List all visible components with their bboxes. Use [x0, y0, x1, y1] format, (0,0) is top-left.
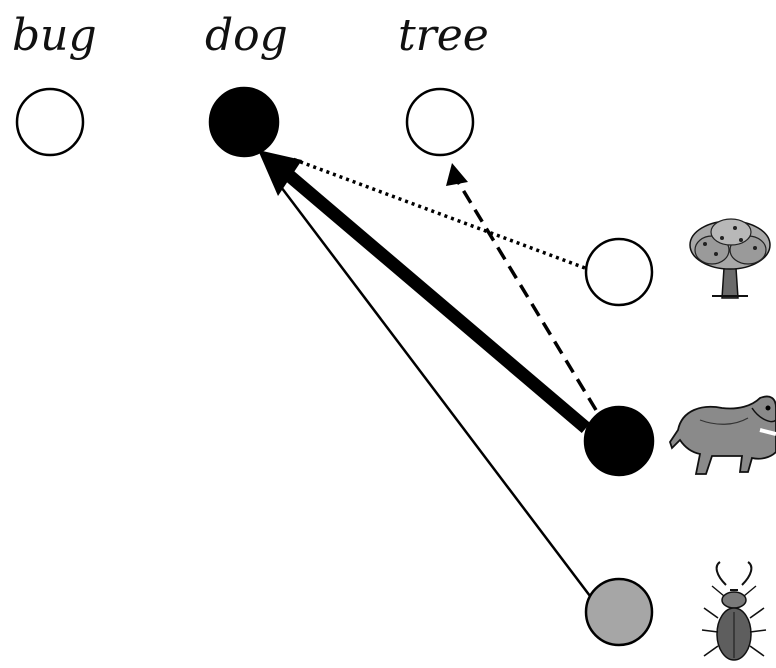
connection-dog-object-to-dog-word	[280, 167, 591, 433]
connection-bug-object-to-dog-word	[271, 174, 591, 597]
object-node-bug	[584, 577, 654, 647]
word-label-bug: bug	[12, 10, 97, 61]
word-node-tree	[405, 87, 475, 157]
tree-icon	[689, 218, 771, 299]
connection-dog-object-to-tree-word	[455, 179, 598, 411]
word-nodes	[15, 86, 475, 158]
object-node-tree	[584, 237, 654, 307]
word-label-dog: dog	[205, 10, 288, 61]
word-node-bug	[15, 87, 85, 157]
word-label-tree: tree	[398, 10, 489, 61]
beetle-icon	[701, 561, 767, 661]
arrowhead-tree-word	[446, 163, 468, 186]
dog-icon	[669, 395, 776, 475]
object-node-dog	[583, 405, 655, 477]
word-node-dog	[208, 86, 280, 158]
connections	[258, 150, 598, 597]
object-nodes	[583, 237, 655, 647]
arrowhead-dog-word	[258, 150, 302, 196]
